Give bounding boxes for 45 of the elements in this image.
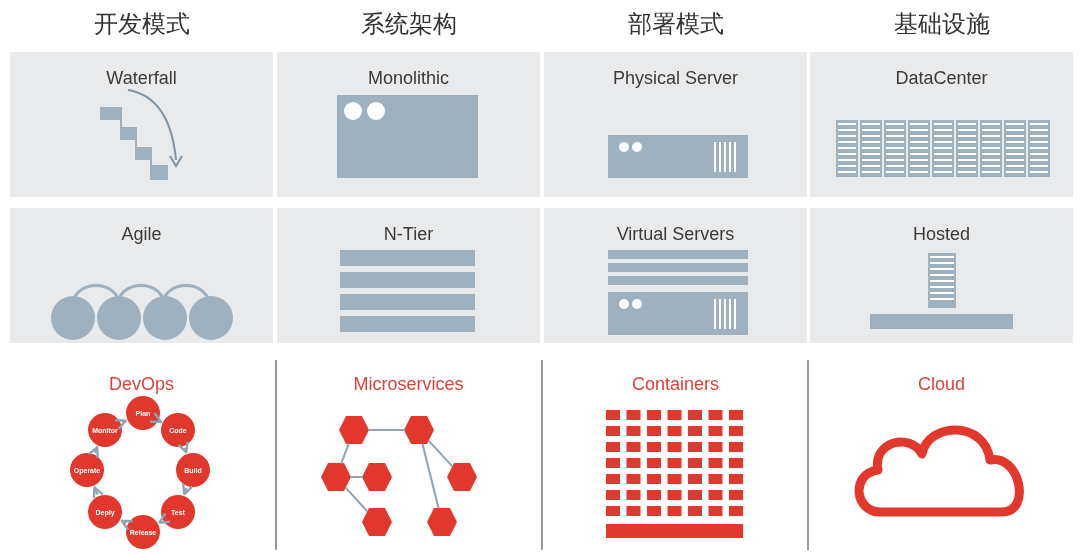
connector-line [421,443,440,509]
hexagon-shape [338,414,370,446]
panel [810,52,1073,197]
panel-title: Monolithic [366,68,450,89]
arrow [87,446,99,460]
panel [277,52,540,197]
column-header: 部署模式 [626,9,725,40]
arrow [120,519,134,531]
panel-title: Physical Server [611,68,739,89]
panel [544,52,807,197]
connector-line [340,442,350,465]
connector-line [349,476,364,478]
hexagon-shape [446,461,478,493]
hexagon-shape [361,506,393,538]
arrow [177,440,189,454]
panel-title: Microservices [352,374,465,395]
connector-line [427,439,454,468]
panel-title: Hosted [911,224,971,245]
hexagon-shape [320,461,352,493]
arrow [181,482,194,496]
panel [10,52,273,197]
panel [277,208,540,343]
arrow [158,512,172,524]
column-header: 基础设施 [892,9,991,40]
connector-line [367,429,406,431]
panel-title: Cloud [917,374,966,395]
panel-title: Containers [630,374,720,395]
panel-title: DataCenter [894,68,989,89]
panel-title: Waterfall [105,68,178,89]
panel-title: Virtual Servers [615,224,736,245]
connector-line [344,486,369,513]
panel [544,208,807,343]
panel [10,208,273,343]
column-header: 开发模式 [92,9,191,40]
panel [810,208,1073,343]
panel-title: N-Tier [382,224,435,245]
column-header: 系统架构 [359,9,458,40]
hexagon-shape [361,461,393,493]
hexagon-shape [426,506,458,538]
arrow [113,418,127,431]
arrow [148,411,163,423]
panel-title: Agile [120,224,163,245]
hexagon-shape [403,414,435,446]
arrow [92,486,104,500]
panel-title: DevOps [108,374,175,395]
